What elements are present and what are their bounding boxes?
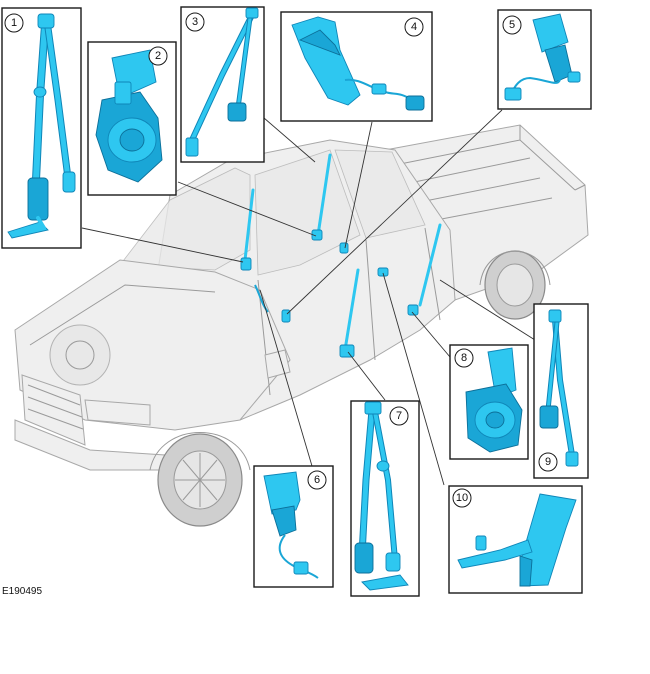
callout-1: 1 xyxy=(1,7,82,249)
installed-components xyxy=(240,153,442,358)
leader-lines xyxy=(81,109,536,486)
callout-number: 3 xyxy=(192,16,198,28)
callout-6: 6 xyxy=(253,465,334,588)
callout-number: 1 xyxy=(11,17,17,29)
callout-number: 4 xyxy=(411,21,417,33)
pickup-truck-illustration xyxy=(14,124,589,527)
callout-5: 5 xyxy=(497,9,592,110)
callout-number: 9 xyxy=(545,456,551,468)
callout-number: 6 xyxy=(314,474,320,486)
callout-2: 2 xyxy=(87,41,177,196)
callout-number: 5 xyxy=(509,19,515,31)
callout-number: 10 xyxy=(456,492,468,504)
callout-8: 8 xyxy=(449,344,529,460)
callout-number: 8 xyxy=(461,352,467,364)
callout-number: 2 xyxy=(155,50,161,62)
callout-7: 7 xyxy=(350,400,420,597)
callout-3: 3 xyxy=(180,6,265,163)
callout-4: 4 xyxy=(280,11,433,122)
callout-10: 10 xyxy=(448,485,583,594)
callout-number: 7 xyxy=(396,410,402,422)
figure-id: E190495 xyxy=(2,586,43,597)
callout-9: 9 xyxy=(533,303,589,479)
